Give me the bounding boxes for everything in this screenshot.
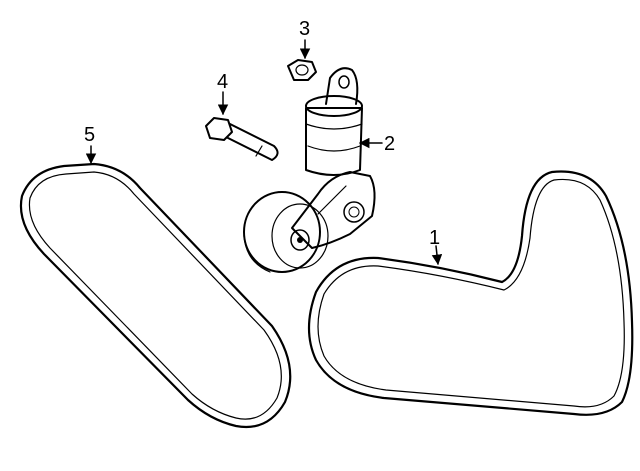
belt-1 [307, 170, 634, 416]
callout-3: 3 [299, 18, 310, 40]
callout-1: 1 [429, 227, 440, 249]
tensioner-2 [243, 67, 383, 273]
nut-3 [287, 39, 317, 81]
bolt-4 [205, 91, 279, 161]
callout-5: 5 [84, 124, 95, 146]
callout-2: 2 [384, 133, 395, 155]
leader-1 [431, 245, 443, 266]
belt-5 [19, 162, 292, 429]
callout-4: 4 [217, 71, 228, 93]
